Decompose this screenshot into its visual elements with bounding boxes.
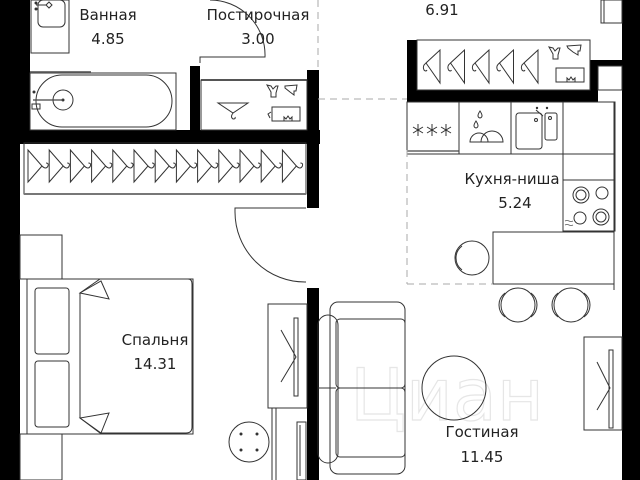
room-area-living: 11.45 [461,448,504,466]
room-name-bathroom: Ванная [79,6,136,24]
hallway: 6.91 [317,0,623,100]
kitchen: Кухня-ниша 5.24 [406,101,616,323]
hanger-icon [260,148,282,184]
round-table [228,421,270,463]
kitchen-sink-icon [515,106,558,150]
hanger-icon [496,48,514,85]
living-room: Гостиная 11.45 [317,301,623,475]
hanger-icon [112,148,134,184]
hanger-icon [239,148,261,184]
room-name-bedroom: Спальня [122,331,189,349]
hanger-icon [175,148,198,184]
pillow [34,287,70,355]
hanger-icon [197,148,219,184]
hanger-icon [471,48,490,85]
laundry: Постирочная 3.00 [199,0,310,131]
hanger-icon [133,148,155,184]
bathroom: Ванная 4.85 [29,0,177,131]
hanger-icon [281,148,304,184]
bedroom: Спальня 14.31 [19,142,308,480]
watermark-logo: Циан [350,353,544,437]
room-name-living: Гостиная [445,423,518,441]
bathtub [35,74,173,128]
hangers-row [27,148,304,184]
sink [37,0,66,28]
hanger-icon [422,48,441,85]
cabinet [267,303,308,409]
hanger-icon [218,148,240,184]
hanger-icon [520,48,539,85]
hanger-icon [48,148,70,184]
stool [551,287,591,323]
room-area-bedroom: 14.31 [134,355,177,373]
dishwasher-icon [469,110,504,143]
hanger-icon [69,148,92,184]
door-swing [234,207,307,283]
room-area-bathroom: 4.85 [91,30,124,48]
bed [26,278,194,435]
hanger-icon [447,48,465,85]
bath-faucet-icon [31,90,63,110]
clothes-icon [265,84,301,122]
hanger-icon [27,148,49,184]
freezer-icon [412,124,452,136]
room-area-kitchen: 5.24 [498,194,531,212]
hanger-icon [91,148,113,184]
clothes-icon [547,44,585,83]
pillow [34,360,70,428]
wardrobe-top-right [416,39,591,91]
stool [454,240,490,276]
nightstand [19,234,63,280]
nightstand [19,433,63,480]
coffee-table [421,355,487,421]
hanger-icon [216,102,250,120]
door-swing [199,0,266,63]
hanger-icon [154,148,176,184]
hangers-row [422,48,539,85]
stove-icon [564,186,610,226]
stool [498,287,538,323]
tv-unit [583,336,623,431]
room-name-laundry: Постирочная [207,6,310,24]
room-area-hallway: 6.91 [425,1,458,19]
room-name-kitchen: Кухня-ниша [464,170,559,188]
faucet-icon [34,1,53,11]
room-area-laundry: 3.00 [241,30,274,48]
sofa [317,301,406,475]
